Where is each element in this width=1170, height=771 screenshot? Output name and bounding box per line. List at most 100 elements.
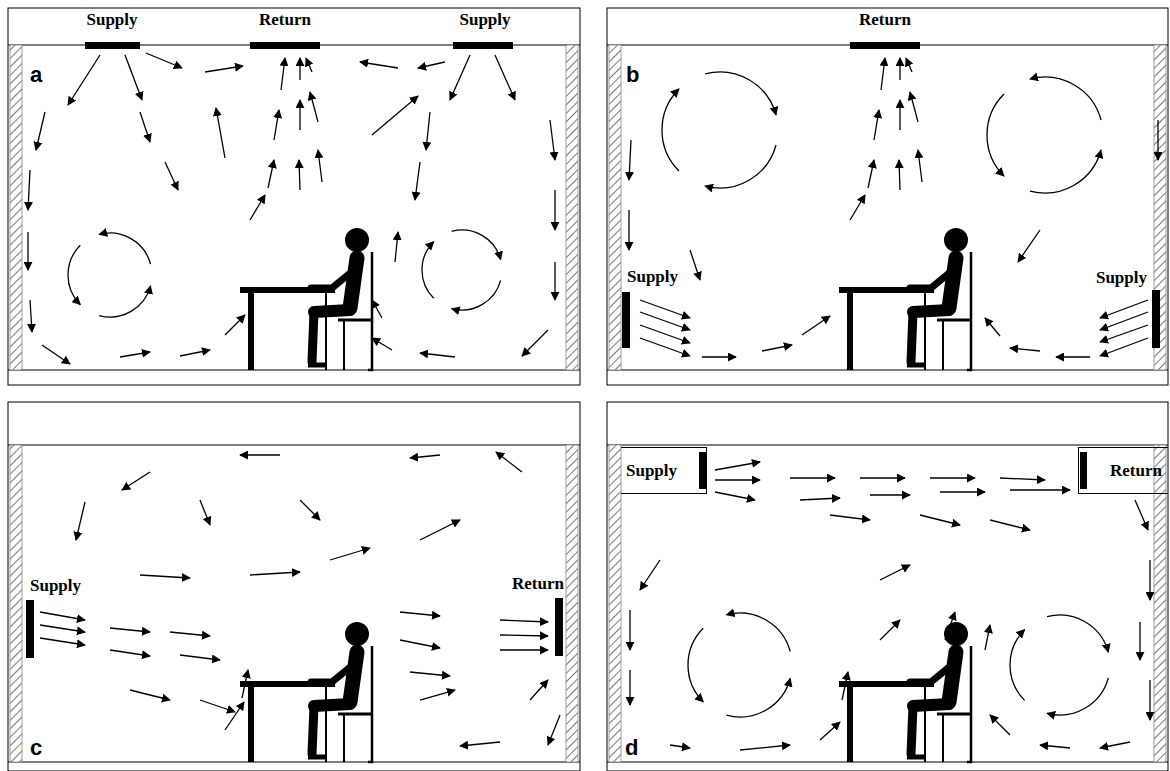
vortex-arc	[705, 145, 776, 188]
flow-arrow	[899, 100, 900, 130]
flow-arrow	[420, 353, 455, 357]
flow-arrow	[500, 649, 548, 650]
flow-arrow	[330, 548, 370, 560]
flow-arrow	[842, 672, 848, 700]
panel-letter: d	[625, 735, 638, 761]
flow-arrow	[300, 500, 320, 520]
flow-arrow	[1010, 489, 1070, 490]
flow-arrow	[420, 520, 460, 540]
flow-arrow	[1018, 230, 1040, 262]
flow-arrow	[930, 477, 975, 478]
duct-housing: Supply	[621, 447, 707, 494]
flow-arrow	[868, 160, 874, 188]
flow-arrow	[715, 492, 755, 500]
vortex-arc	[987, 94, 1004, 176]
flow-arrow	[1100, 742, 1130, 748]
flow-arrow	[40, 638, 85, 645]
flow-arrow	[360, 62, 398, 68]
flow-arrow	[400, 640, 440, 648]
flow-arrow	[400, 612, 440, 616]
flow-arrow	[800, 498, 840, 500]
flow-arrow	[715, 479, 760, 480]
vortex-arc	[688, 628, 703, 702]
vent-label: Supply	[459, 10, 510, 30]
vent-bar	[26, 600, 34, 658]
flow-arrow	[140, 575, 190, 578]
flow-arrow	[629, 610, 630, 650]
vent-bars	[26, 42, 1160, 658]
flow-arrow	[420, 690, 455, 700]
flow-arrow	[68, 55, 100, 105]
flow-arrow	[880, 565, 910, 580]
hatched-wall	[609, 45, 621, 370]
flow-arrow	[310, 92, 318, 122]
flow-arrow	[554, 262, 555, 300]
flow-arrow	[1149, 560, 1150, 600]
flow-arrow	[985, 318, 1000, 336]
vent-bar	[85, 42, 140, 49]
flow-arrow	[910, 92, 918, 122]
flow-arrow	[899, 58, 900, 80]
flow-arrow	[880, 620, 900, 640]
flow-arrow	[940, 491, 985, 492]
vortex-arc	[422, 242, 434, 299]
room-panel	[8, 402, 580, 771]
flow-arrow	[500, 620, 548, 622]
flow-arrow	[990, 715, 1010, 735]
flow-arrow	[200, 500, 210, 525]
room-frames	[8, 8, 1168, 771]
flow-arrow	[450, 55, 470, 100]
flow-arrow	[702, 356, 736, 357]
hatched-wall	[566, 45, 578, 370]
hatched-wall	[609, 445, 621, 762]
flow-arrow	[990, 520, 1030, 530]
flow-arrow	[522, 330, 548, 356]
vortex-arc	[99, 286, 150, 317]
flow-arrow	[495, 55, 515, 100]
duct-housing: Return	[1078, 447, 1168, 494]
flow-arrow	[640, 338, 690, 356]
vortex-arc	[1010, 630, 1025, 701]
flow-arrow	[548, 715, 560, 745]
seated-person	[240, 228, 372, 370]
flow-arrow	[299, 160, 300, 190]
flow-arrow	[1000, 478, 1045, 480]
vortex-arc	[68, 245, 80, 304]
flow-arrow	[1135, 500, 1148, 530]
flow-arrow	[180, 350, 210, 356]
seated-person	[240, 622, 372, 762]
flow-arrow	[205, 66, 243, 72]
panel-letter: c	[30, 735, 42, 761]
vent-bar	[850, 42, 920, 49]
flow-arrow	[690, 250, 700, 280]
flow-arrow	[268, 160, 274, 188]
flow-arrow	[629, 670, 630, 705]
flow-arrow	[500, 635, 548, 636]
flow-arrow	[274, 110, 279, 140]
flow-arrow	[299, 58, 300, 80]
vent-label: Return	[259, 10, 311, 30]
flow-arrow	[918, 150, 922, 182]
flow-arrow	[629, 140, 631, 180]
flow-arrow	[530, 680, 548, 700]
flow-arrow	[180, 655, 220, 660]
vent-bar	[1080, 452, 1087, 489]
flow-arrow	[170, 632, 210, 636]
flow-arrow	[27, 232, 28, 270]
flow-arrow	[1040, 745, 1070, 748]
flow-arrow	[554, 190, 555, 230]
flow-arrow	[920, 515, 960, 525]
flow-arrow	[395, 232, 398, 262]
flow-arrow	[122, 472, 150, 490]
flow-arrow	[415, 162, 420, 200]
flow-arrow	[125, 55, 142, 100]
flow-arrow	[200, 700, 235, 712]
flow-arrow	[372, 338, 392, 350]
flow-arrow	[715, 462, 760, 470]
flow-arrow	[820, 722, 840, 740]
flow-arrow	[830, 515, 870, 520]
vortices	[68, 72, 1108, 717]
flow-arrow	[140, 112, 150, 142]
